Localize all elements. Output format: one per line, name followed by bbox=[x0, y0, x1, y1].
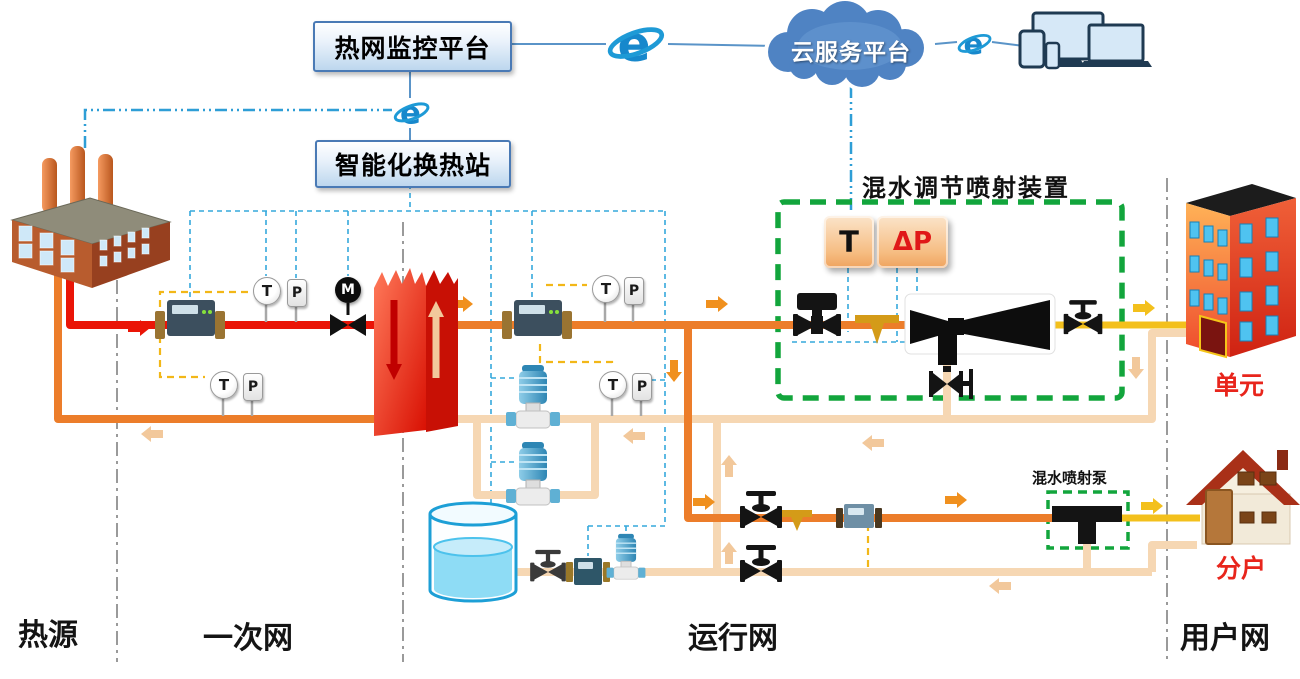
mixing-motor-valve bbox=[793, 293, 841, 336]
branch-supply-valve bbox=[740, 491, 782, 528]
cloud-shape bbox=[764, 0, 928, 91]
temperature-sensor: T bbox=[599, 371, 627, 399]
household-house bbox=[1186, 450, 1300, 545]
client-devices bbox=[1018, 11, 1152, 70]
zone-heat-source: 热源 bbox=[18, 618, 78, 653]
jet-pump-label: 混水喷射泵 bbox=[1032, 469, 1108, 487]
branch-supply-pipe bbox=[684, 325, 1055, 522]
zone-primary-network: 一次网 bbox=[203, 621, 293, 656]
smart-station-box: 智能化换热站 bbox=[315, 140, 511, 188]
makeup-valve bbox=[530, 549, 566, 582]
water-tank bbox=[428, 501, 518, 603]
jet-pump-tee bbox=[1052, 506, 1122, 544]
primary-return-pipe bbox=[54, 248, 390, 423]
smart-station-label: 智能化换热站 bbox=[334, 151, 491, 180]
delta-p-controller-label: ΔP bbox=[892, 227, 933, 257]
internet-dashdot-links bbox=[83, 86, 853, 214]
mixing-device-title: 混水调节喷射装置 bbox=[862, 174, 1070, 202]
household-label: 分户 bbox=[1216, 554, 1267, 583]
cloud-platform-label: 云服务平台 bbox=[791, 40, 911, 66]
internet-explorer-icon bbox=[955, 26, 993, 62]
primary-heat-meter bbox=[155, 300, 225, 339]
temperature-sensor: T bbox=[592, 275, 620, 303]
temperature-sensor: T bbox=[253, 277, 281, 305]
phone-icon bbox=[1044, 41, 1061, 70]
mixing-outlet-valve bbox=[1063, 300, 1103, 335]
laptop-icon bbox=[1087, 23, 1145, 63]
monitor-platform-box: 热网监控平台 bbox=[313, 21, 512, 72]
makeup-pump bbox=[605, 533, 647, 580]
temperature-sensor: T bbox=[210, 371, 238, 399]
tablet-icon bbox=[1018, 29, 1046, 69]
factory bbox=[10, 146, 172, 288]
branch-flow-meter bbox=[836, 504, 882, 528]
pressure-sensor: P bbox=[287, 279, 307, 307]
pressure-sensor: P bbox=[243, 373, 263, 401]
unit-label: 单元 bbox=[1214, 371, 1265, 400]
pressure-sensor: P bbox=[632, 373, 652, 401]
unit-building bbox=[1186, 184, 1296, 359]
temperature-controller-box: T bbox=[824, 216, 874, 268]
ejector bbox=[904, 293, 1056, 365]
motor-valve-indicator: M bbox=[335, 277, 361, 303]
monitor-platform-label: 热网监控平台 bbox=[334, 33, 491, 63]
zone-operation-network: 运行网 bbox=[688, 621, 778, 656]
zone-user-network: 用户网 bbox=[1180, 621, 1270, 656]
internet-explorer-icon bbox=[391, 94, 431, 132]
makeup-water-meter bbox=[566, 558, 610, 585]
internet-explorer-icon bbox=[607, 17, 665, 73]
branch-return-valve bbox=[740, 545, 782, 582]
pressure-sensor: P bbox=[624, 277, 644, 305]
temperature-controller-label: T bbox=[839, 225, 859, 259]
mixing-device-box bbox=[775, 199, 1125, 401]
delta-p-controller-box: ΔP bbox=[877, 216, 948, 268]
circulation-pump-2 bbox=[505, 441, 561, 506]
mixing-strainer bbox=[855, 315, 899, 344]
ejector-suction-valve bbox=[929, 366, 973, 399]
branch-strainer bbox=[782, 510, 812, 531]
secondary-heat-meter bbox=[502, 300, 572, 339]
motor-butterfly-valve bbox=[330, 314, 366, 336]
heat-exchanger bbox=[374, 268, 458, 436]
sensor-stems bbox=[221, 301, 643, 416]
circulation-pump-1 bbox=[505, 364, 561, 429]
meter-signal-wires bbox=[158, 283, 870, 568]
